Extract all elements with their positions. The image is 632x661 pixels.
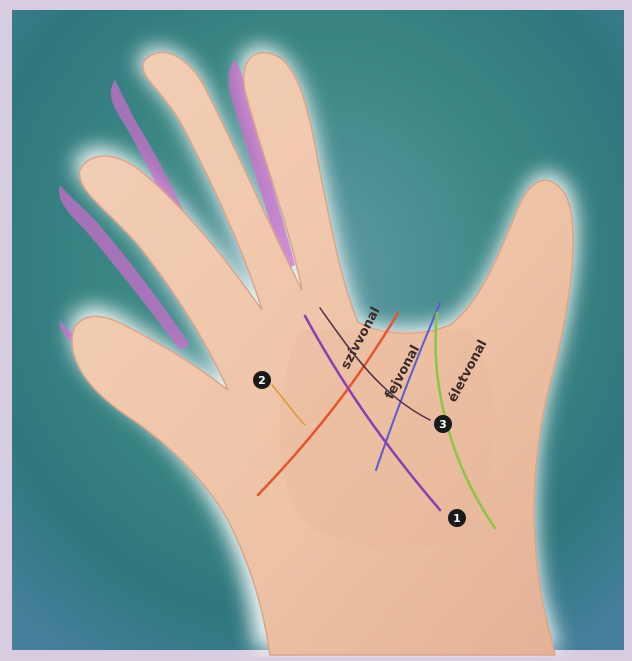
marker-1-label: 1 (453, 512, 461, 525)
marker-2-label: 2 (258, 374, 266, 387)
marker-3: 3 (434, 415, 452, 433)
marker-3-label: 3 (439, 418, 447, 431)
marker-2: 2 (253, 371, 271, 389)
marker-1: 1 (448, 509, 466, 527)
